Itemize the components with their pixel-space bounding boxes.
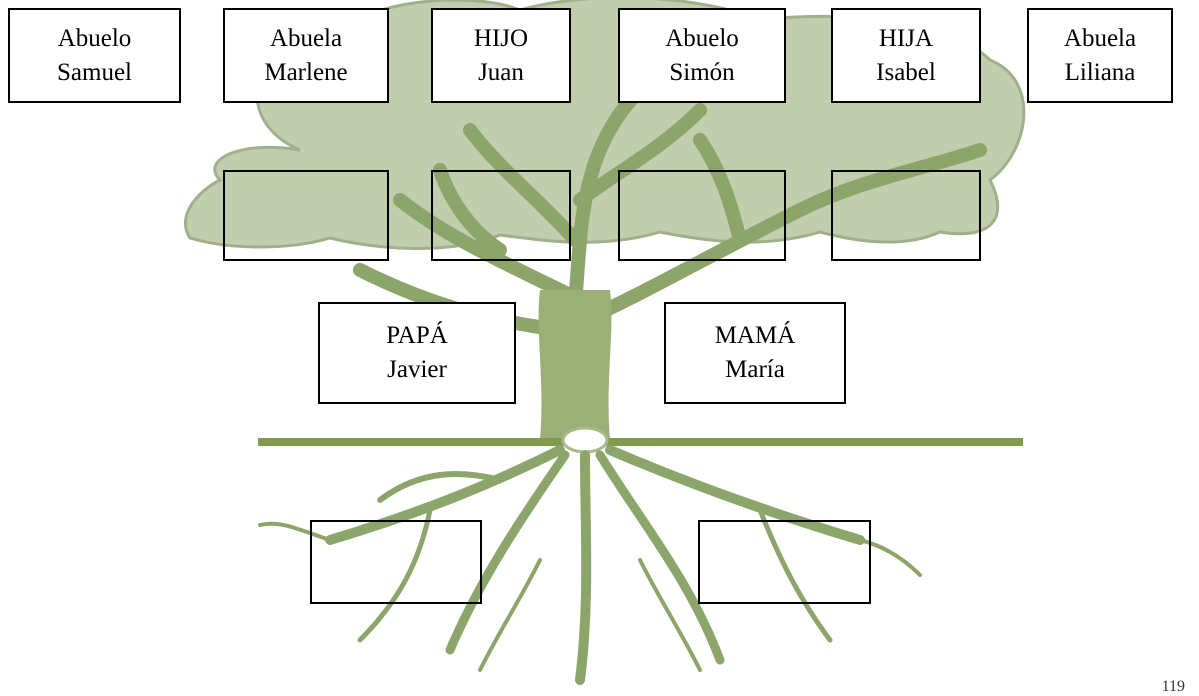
- ground-line: [258, 438, 1023, 446]
- box-line2: Samuel: [57, 58, 132, 86]
- box-line1: Abuelo: [665, 24, 739, 52]
- tree-branches: [353, 83, 987, 447]
- box-line1: MAMÁ: [714, 322, 796, 349]
- box-line1: Abuelo: [57, 24, 132, 52]
- page-number: 119: [1161, 678, 1185, 695]
- empty-name-box: [618, 170, 786, 261]
- empty-name-box: [831, 170, 981, 261]
- empty-root-box: [310, 520, 482, 604]
- empty-root-box: [698, 520, 871, 604]
- trunk-knot: [561, 426, 609, 454]
- box-line2: Isabel: [876, 58, 936, 86]
- box-line1: HIJA: [878, 24, 934, 52]
- child-box-hijo-juan: HIJO Juan: [431, 8, 571, 103]
- grandparent-box-abuelo-samuel: Abuelo Samuel: [8, 8, 181, 103]
- box-line2: Simón: [669, 58, 735, 86]
- box-line2: Juan: [478, 58, 524, 86]
- grandparent-box-abuela-liliana: Abuela Liliana: [1027, 8, 1173, 103]
- box-line1: Abuela: [269, 24, 343, 52]
- grandparent-box-abuelo-simon: Abuelo Simón: [618, 8, 786, 103]
- box-line2: Marlene: [264, 58, 348, 86]
- empty-name-box: [431, 170, 571, 261]
- box-line2: María: [725, 356, 785, 383]
- empty-name-box: [223, 170, 389, 261]
- box-line2: Liliana: [1064, 58, 1136, 86]
- tree-trunk: [538, 290, 612, 440]
- box-line2: Javier: [387, 356, 447, 383]
- tree-roots: [258, 445, 922, 685]
- box-line1: HIJO: [473, 24, 529, 52]
- box-line1: PAPÁ: [386, 322, 448, 349]
- box-line1: Abuela: [1063, 24, 1137, 52]
- grandparent-box-abuela-marlene: Abuela Marlene: [223, 8, 389, 103]
- parent-box-papa-javier: PAPÁ Javier: [318, 302, 516, 404]
- child-box-hija-isabel: HIJA Isabel: [831, 8, 981, 103]
- parent-box-mama-maria: MAMÁ María: [664, 302, 846, 404]
